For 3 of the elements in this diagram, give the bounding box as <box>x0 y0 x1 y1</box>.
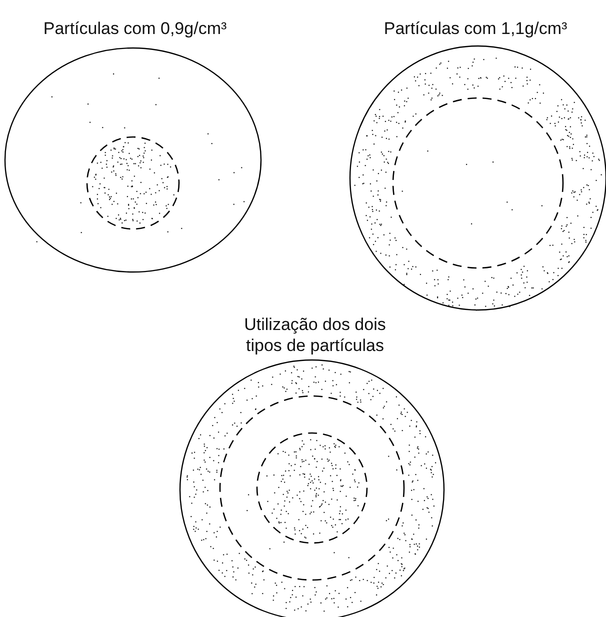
heading: Utilização dos dois tipos de partículas <box>243 314 387 356</box>
heading: Partículas com 1,1g/cm³ <box>382 18 568 39</box>
heading: Partículas com 0,9g/cm³ <box>42 18 228 39</box>
